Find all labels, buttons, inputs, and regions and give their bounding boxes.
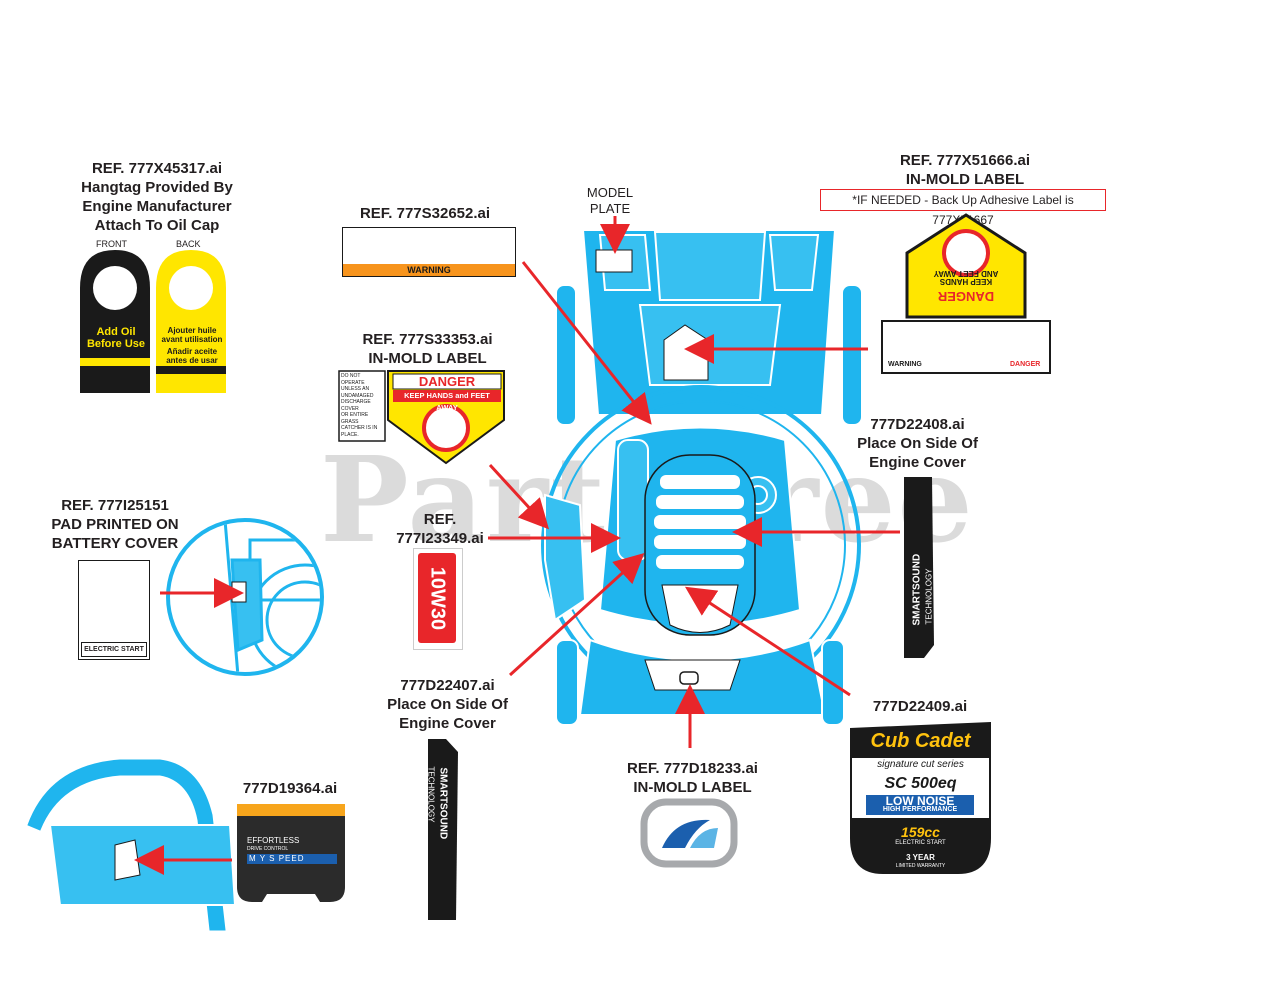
before-use-text: Before Use — [86, 338, 146, 350]
warning-strip: WARNING — [343, 264, 515, 276]
warning-small: WARNING — [888, 361, 922, 368]
keep-hands-text: KEEP HANDS — [939, 277, 993, 286]
oil-decal-10w30: 10W30 — [413, 548, 463, 650]
model-plate-rect — [595, 249, 633, 273]
danger-decal-x51666: DANGER KEEP HANDS AND FEET AWAY WARNING … — [880, 213, 1052, 375]
battery-cover-detail — [166, 518, 324, 676]
back-label: BACK — [176, 239, 201, 249]
smartsound-text-2: SMARTSOUND — [437, 767, 449, 840]
technology-text-2: TECHNOLOGY — [426, 766, 436, 823]
hangtag-decal: FRONT BACK Add Oil Before Use Ajouter hu… — [78, 236, 236, 396]
electric-start-decal: ELECTRIC START — [78, 560, 150, 660]
d19364-caption: 777D19364.ai — [242, 780, 338, 797]
callout-arrows — [134, 216, 900, 875]
electric-start-text: ELECTRIC START — [81, 642, 147, 657]
high-performance-text: HIGH PERFORMANCE — [882, 806, 958, 813]
i23349-caption: REF.777I23349.ai — [396, 511, 484, 547]
feet-away-text: AND FEET AWAY — [933, 269, 999, 278]
oil-10w30-text: 10W30 — [426, 566, 449, 631]
s33353-keep-text: KEEP HANDS and FEET AWAY — [404, 391, 490, 412]
s33353-danger-text: DANGER — [418, 374, 476, 389]
warranty-text: LIMITED WARRANTY — [895, 863, 946, 869]
s32652-caption: REF. 777S32652.ai — [359, 205, 491, 222]
model-text: SC 500eq — [884, 775, 957, 792]
danger-text: DANGER — [937, 289, 995, 304]
avant-utilisation-text: avant utilisation — [161, 335, 223, 344]
drive-control-text: DRIVE CONTROL — [247, 846, 289, 852]
myspeed-text: M Y S PEED — [249, 854, 305, 863]
front-deck — [555, 638, 845, 726]
front-label: FRONT — [96, 239, 127, 249]
cubcadet-brand: Cub Cadet — [870, 730, 971, 752]
danger-decal-s33353: DANGER KEEP HANDS and FEET AWAY DO NOT O… — [338, 370, 508, 465]
handle-detail — [27, 759, 237, 931]
danger-small: DANGER — [1010, 361, 1041, 368]
backup-adhesive-note: *IF NEEDED - Back Up Adhesive Label is 7… — [820, 189, 1106, 227]
inmold-logo-d18233 — [640, 798, 738, 868]
three-year-text: 3 YEAR — [906, 853, 935, 862]
cc-text: 159cc — [901, 824, 940, 840]
smartsound-text: SMARTSOUND — [911, 553, 923, 626]
antes-de-usar-text: antes de usar — [166, 356, 218, 365]
d22409-caption: 777D22409.ai — [872, 698, 968, 715]
effortless-text: EFFORTLESS — [247, 836, 300, 845]
engine-grille — [644, 454, 756, 636]
electric-start-small: ELECTRIC START — [895, 840, 946, 846]
myspeed-decal-d19364: EFFORTLESS DRIVE CONTROL M Y S PEED — [235, 802, 347, 905]
technology-text: TECHNOLOGY — [924, 568, 934, 625]
cubcadet-decal-d22409: Cub Cadet signature cut series SC 500eq … — [848, 720, 993, 876]
low-noise-text: LOW NOISE — [885, 794, 955, 808]
ajouter-huile-text: Ajouter huile — [167, 326, 217, 335]
signature-cut-text: signature cut series — [877, 759, 964, 770]
smartsound-decal-d22408: SMARTSOUND TECHNOLOGY — [900, 475, 936, 660]
warning-decal-s32652: WARNING — [342, 227, 516, 277]
add-oil-text: Add Oil — [96, 326, 136, 338]
anadir-aceite-text: Añadir aceite — [166, 347, 218, 356]
smartsound-decal-d22407: SMARTSOUND TECHNOLOGY — [424, 737, 460, 922]
